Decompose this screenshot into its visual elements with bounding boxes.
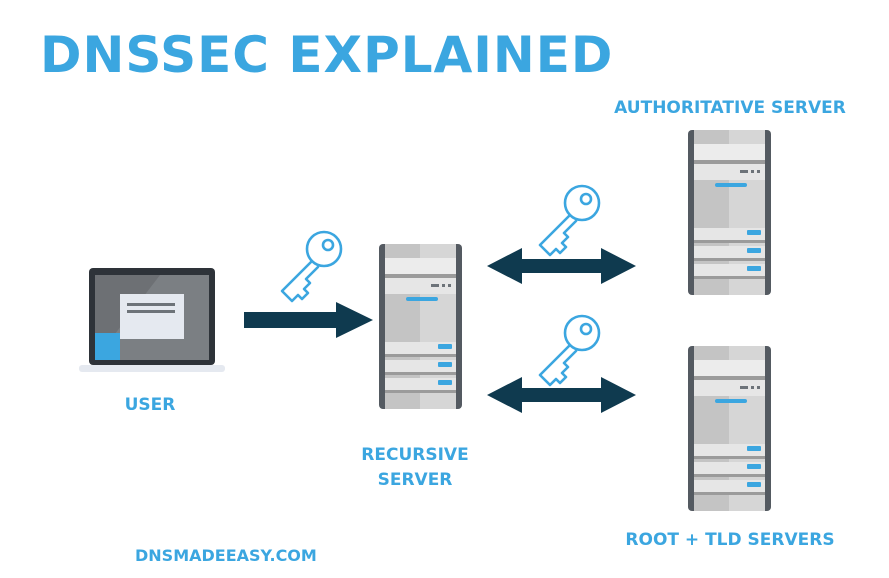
- footer-brand: DNSMADEEASY.COM: [135, 546, 317, 565]
- key-icon: [538, 184, 601, 257]
- arrow-bidirectional-icon: [487, 377, 636, 413]
- recursive-label-line2: SERVER: [377, 470, 453, 490]
- page-title: DNSSEC EXPLAINED: [40, 26, 614, 84]
- root-tld-servers-label: ROOT + TLD SERVERS: [625, 530, 835, 550]
- key-icon: [538, 314, 601, 387]
- server-icon: [379, 244, 462, 409]
- laptop-icon: [79, 268, 225, 372]
- arrow-right-icon: [244, 302, 373, 338]
- authoritative-server-label: AUTHORITATIVE SERVER: [614, 98, 846, 118]
- user-label: USER: [124, 395, 176, 415]
- server-icon: [688, 346, 771, 511]
- server-icon: [688, 130, 771, 295]
- recursive-server-label: RECURSIVE SERVER: [340, 443, 490, 493]
- arrow-bidirectional-icon: [487, 248, 636, 284]
- recursive-label-line1: RECURSIVE: [361, 445, 469, 465]
- key-icon: [280, 230, 343, 303]
